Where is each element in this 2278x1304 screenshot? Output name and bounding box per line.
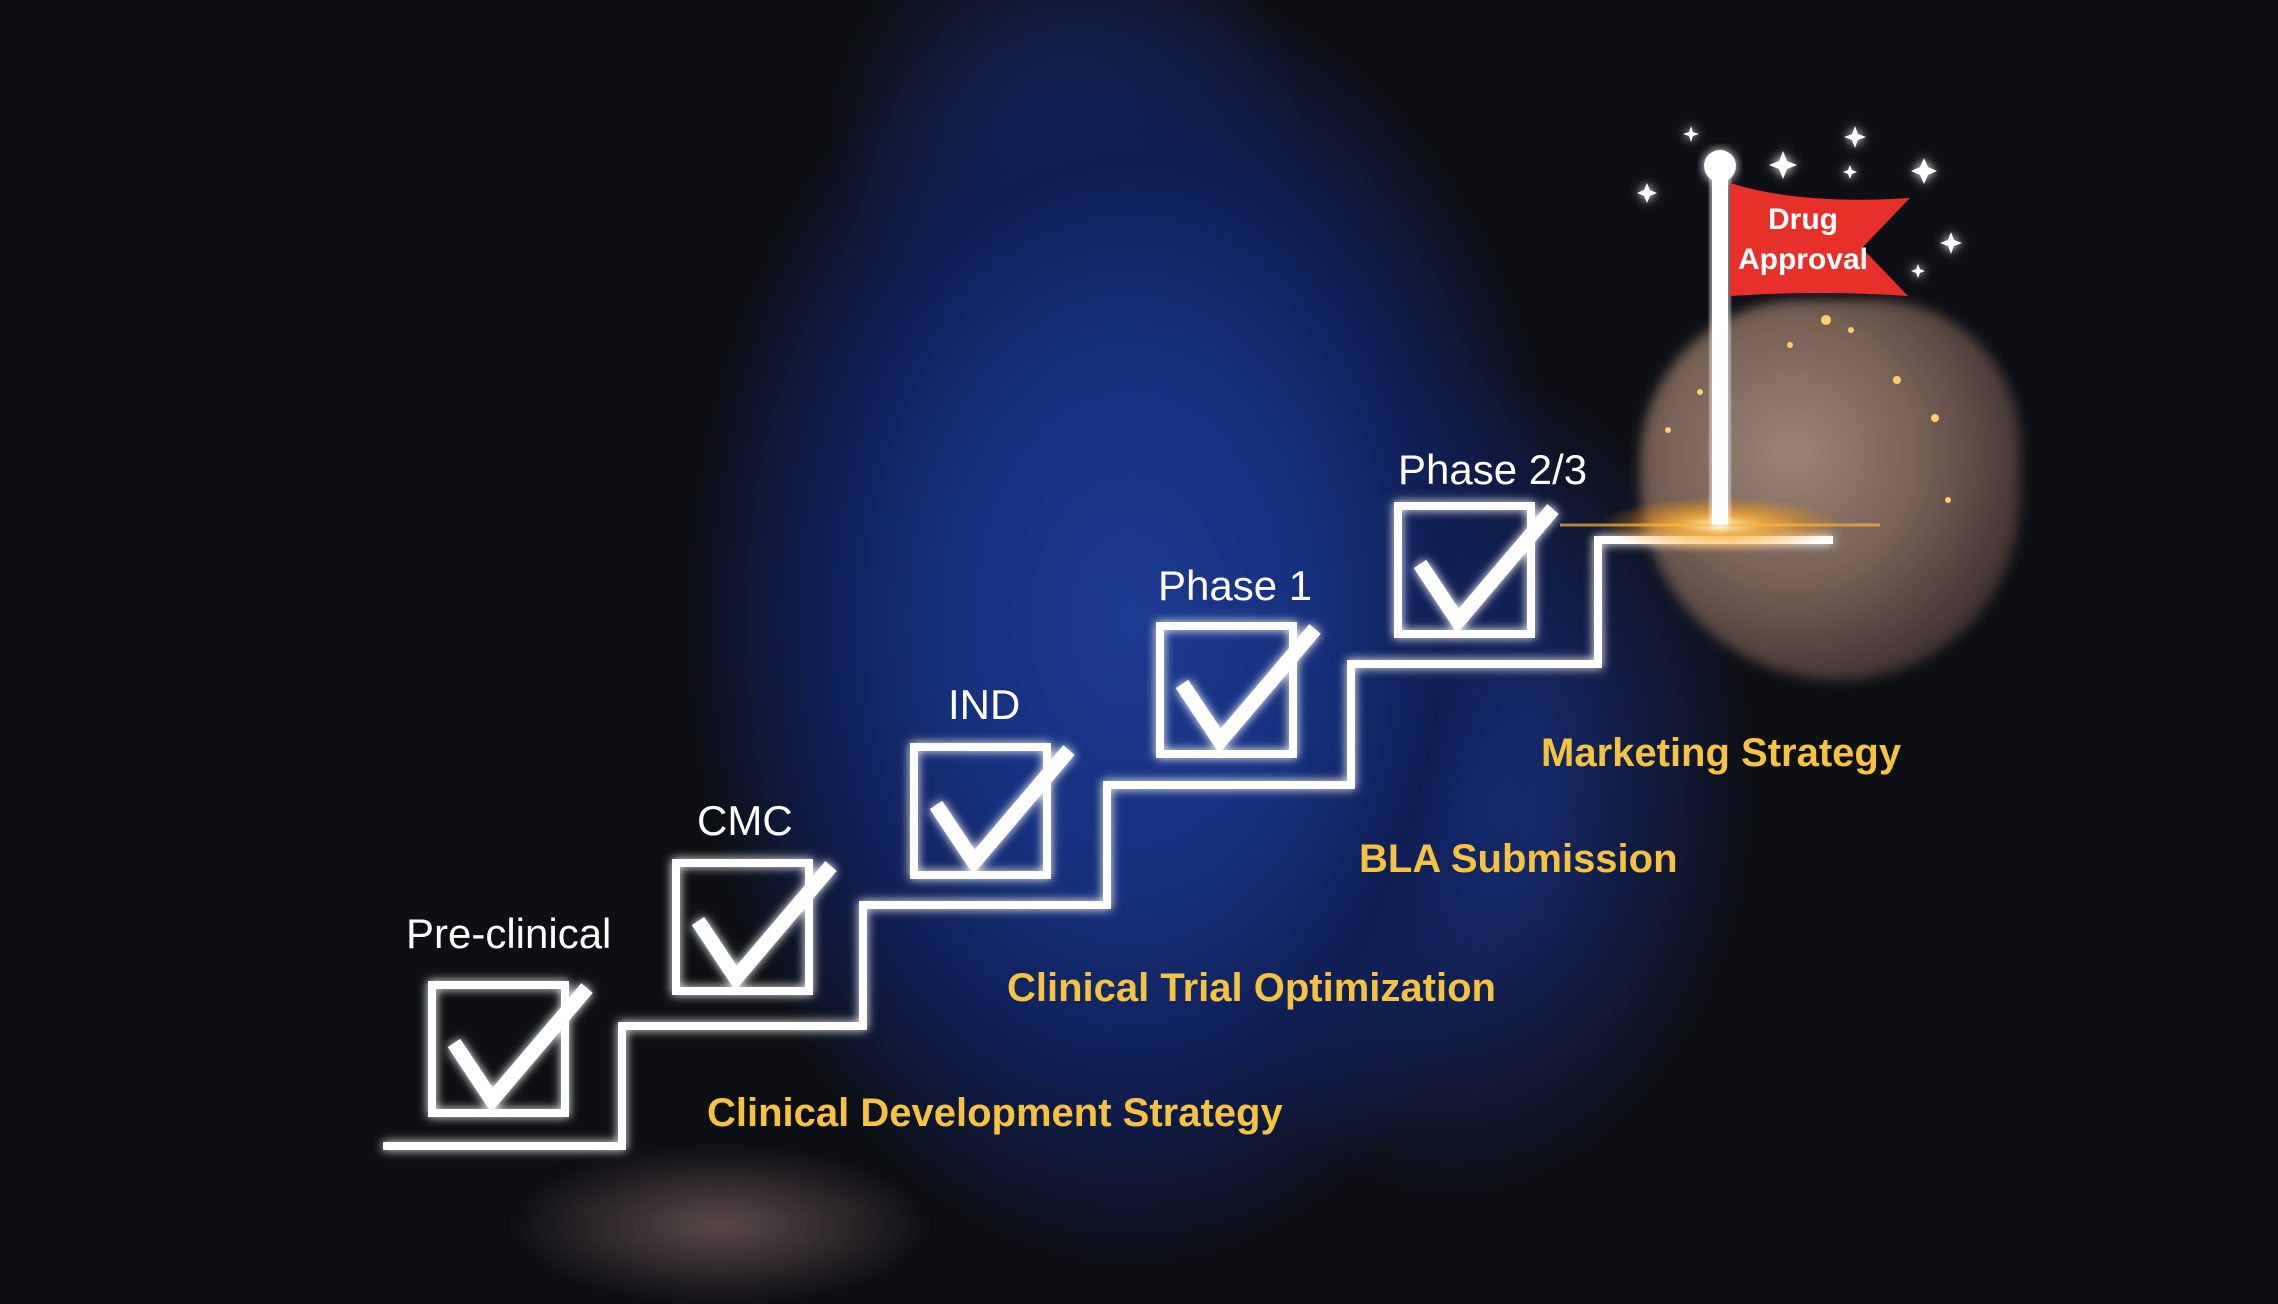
milestone-label-phase1: Phase 1 <box>1158 562 1313 609</box>
hand-image <box>1640 300 2020 680</box>
milestone-label-ind: IND <box>948 681 1021 728</box>
milestone-label-cmc: CMC <box>697 797 793 844</box>
staircase-line <box>383 536 1833 1150</box>
strategy-label-marketing: Marketing Strategy <box>1541 731 1902 775</box>
checkbox-cmc <box>672 859 837 995</box>
checkbox-phase23 <box>1394 502 1559 638</box>
checkbox-phase1 <box>1156 622 1321 758</box>
milestone-label-phase23: Phase 2/3 <box>1398 446 1588 493</box>
flag-label: Drug Approval <box>1718 200 1888 280</box>
flag-icon <box>1704 150 1910 525</box>
checkbox-ind <box>910 743 1075 879</box>
sparkle-icons <box>1637 126 1962 278</box>
flag-line2: Approval <box>1737 243 1869 276</box>
checkbox-preclinical <box>428 981 593 1117</box>
strategy-label-clinical-trial: Clinical Trial Optimization <box>1007 966 1496 1010</box>
flag-line1: Drug <box>1768 203 1838 236</box>
milestone-label-preclinical: Pre-clinical <box>406 910 612 957</box>
bokeh-dots <box>1665 315 1951 503</box>
strategy-label-clinical-development: Clinical Development Strategy <box>707 1091 1283 1135</box>
lower-hand-image <box>520 1150 920 1300</box>
strategy-label-bla: BLA Submission <box>1359 837 1678 881</box>
